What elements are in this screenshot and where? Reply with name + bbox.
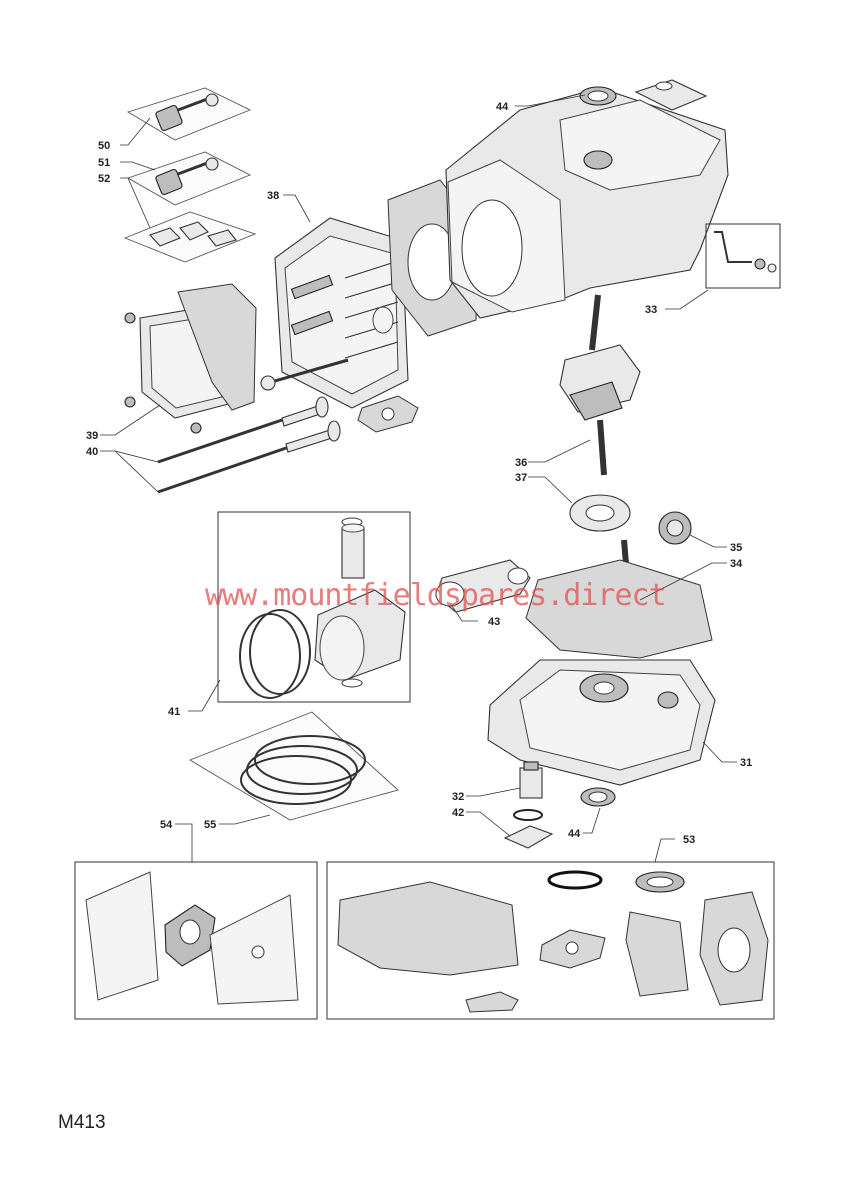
callout-42: 42 — [452, 807, 464, 819]
callout-34: 34 — [730, 558, 743, 570]
piston-assembly-41[interactable] — [217, 511, 411, 703]
head-bolt[interactable] — [260, 358, 349, 391]
diagram-code: M413 — [58, 1112, 106, 1133]
exhaust-gasket[interactable] — [357, 395, 419, 433]
oil-seal-44-top[interactable] — [579, 86, 617, 106]
crankcase-gasket[interactable] — [525, 559, 713, 659]
exhaust-valve[interactable] — [285, 420, 341, 453]
callout-39: 39 — [86, 430, 98, 442]
push-rods-40[interactable] — [157, 418, 293, 494]
connecting-rod-43[interactable] — [435, 559, 531, 613]
callout-36: 36 — [515, 457, 527, 469]
valve-kit-50[interactable] — [126, 87, 252, 141]
watermark-text: www.mountfieldspares.direct — [205, 578, 667, 613]
callout-50: 50 — [98, 140, 110, 152]
callout-40: 40 — [86, 446, 98, 458]
valve-retainer-kit-52[interactable] — [123, 211, 257, 263]
callout-41: 41 — [168, 706, 180, 718]
oil-pump-32[interactable] — [519, 761, 543, 799]
callout-labels: 50 51 52 38 44 33 39 40 36 37 35 34 43 4… — [86, 101, 752, 846]
piston-ring-set-55[interactable] — [188, 711, 399, 821]
callout-43: 43 — [488, 616, 500, 628]
callout-37: 37 — [515, 472, 527, 484]
pump-cover-42[interactable] — [503, 809, 554, 849]
intake-valve[interactable] — [281, 396, 329, 427]
valve-kit-51[interactable] — [126, 151, 252, 206]
callout-55: 55 — [204, 819, 216, 831]
callout-54: 54 — [160, 819, 173, 831]
engine-block[interactable] — [445, 87, 729, 319]
governor-gear-35[interactable] — [658, 511, 692, 545]
breather-cover[interactable] — [634, 79, 708, 111]
leader-lines — [100, 94, 737, 863]
oil-seal-44-bottom[interactable] — [580, 787, 616, 807]
rocker-cover-gasket[interactable] — [177, 283, 257, 411]
callout-31: 31 — [740, 757, 752, 769]
crankcase-cover-31[interactable] — [487, 659, 716, 786]
callout-33: 33 — [645, 304, 657, 316]
gasket-set-53[interactable] — [326, 861, 775, 1020]
bearing-37[interactable] — [569, 494, 631, 532]
governor-linkage-33[interactable] — [705, 223, 781, 289]
callout-44-bottom: 44 — [568, 828, 581, 840]
intake-kit-54[interactable] — [74, 861, 318, 1020]
callout-35: 35 — [730, 542, 742, 554]
cylinder-head-38[interactable] — [274, 217, 409, 409]
callout-44-top: 44 — [496, 101, 509, 113]
callout-38: 38 — [267, 190, 279, 202]
callout-51: 51 — [98, 157, 110, 169]
callout-52: 52 — [98, 173, 110, 185]
callout-32: 32 — [452, 791, 464, 803]
crankshaft-36[interactable] — [559, 294, 641, 476]
callout-53: 53 — [683, 834, 695, 846]
